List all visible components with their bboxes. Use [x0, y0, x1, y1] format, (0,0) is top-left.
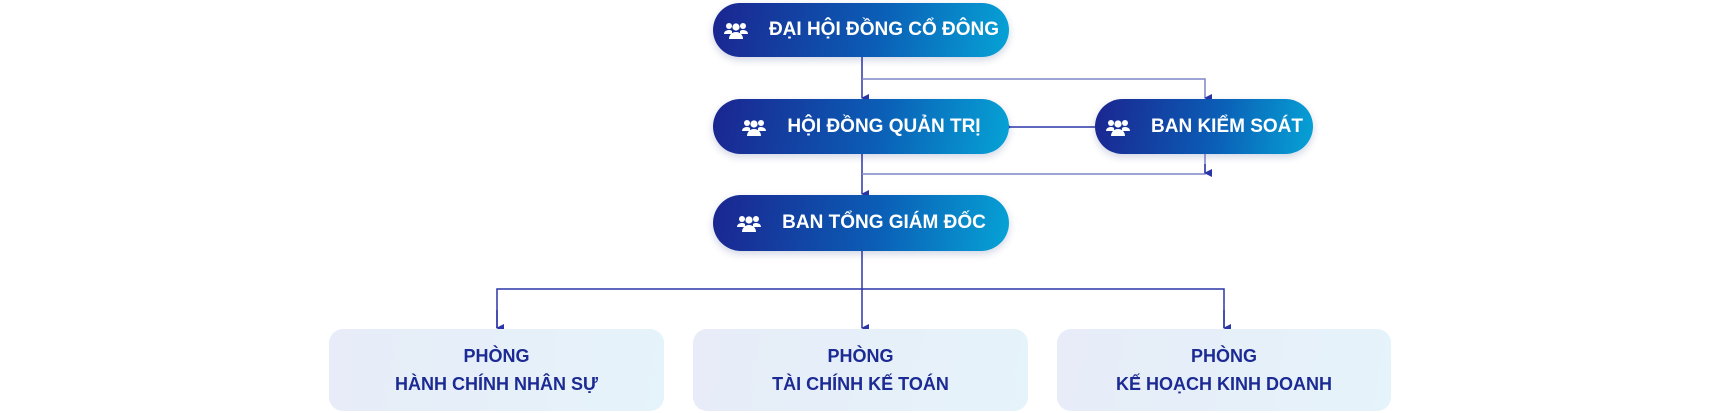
dept-business-planning[interactable]: PHÒNG KẾ HOẠCH KINH DOANH [1057, 329, 1391, 411]
people-icon [723, 23, 748, 39]
node-executive[interactable]: BAN TỔNG GIÁM ĐỐC [713, 195, 1009, 251]
dept-line1: PHÒNG [1190, 346, 1257, 366]
line-shareholders-supervisory [862, 78, 1212, 102]
dept-line1: PHÒNG [463, 346, 530, 366]
dept-line1: PHÒNG [827, 346, 894, 366]
node-label: ĐẠI HỘI ĐỒNG CỔ ĐÔNG [768, 19, 1000, 40]
dept-hr-admin[interactable]: PHÒNG HÀNH CHÍNH NHÂN SỰ [329, 329, 664, 411]
line-branch [496, 288, 1225, 328]
dept-line2: KẾ HOẠCH KINH DOANH [1116, 374, 1332, 394]
line-supervisory-executive [862, 154, 1206, 175]
node-board[interactable]: HỘI ĐỒNG QUẢN TRỊ [713, 99, 1009, 154]
node-label: HỘI ĐỒNG QUẢN TRỊ [787, 115, 981, 137]
dept-line2: HÀNH CHÍNH NHÂN SỰ [395, 374, 598, 394]
node-label: BAN TỔNG GIÁM ĐỐC [782, 212, 986, 233]
people-icon [742, 119, 767, 136]
people-icon [737, 216, 762, 232]
node-label: BAN KIỂM SOÁT [1151, 115, 1303, 137]
dept-finance-accounting[interactable]: PHÒNG TÀI CHÍNH KẾ TOÁN [693, 329, 1028, 411]
node-supervisory[interactable]: BAN KIỂM SOÁT [1095, 99, 1313, 154]
dept-line2: TÀI CHÍNH KẾ TOÁN [772, 374, 949, 394]
node-shareholders[interactable]: ĐẠI HỘI ĐỒNG CỔ ĐÔNG [713, 3, 1009, 57]
people-icon [1106, 119, 1130, 136]
